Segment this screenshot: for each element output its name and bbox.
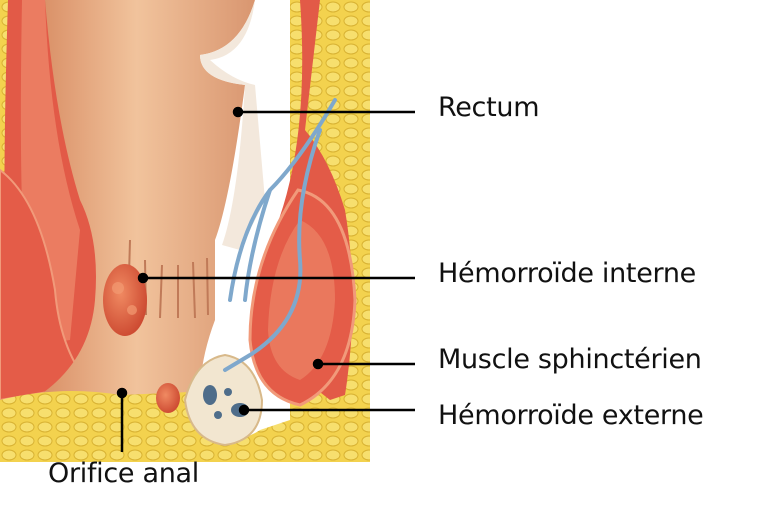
label-sphincter-muscle: Muscle sphinctérien: [438, 344, 702, 375]
external-nodule: [156, 383, 180, 413]
leader-lines: [116, 106, 415, 452]
perianal-skin: [0, 391, 370, 462]
rectum: [40, 0, 255, 395]
internal-hemorrhoid: [103, 264, 147, 336]
veins: [223, 98, 337, 372]
label-external-hemorrhoid: Hémorroïde externe: [438, 400, 704, 431]
label-rectum: Rectum: [438, 92, 540, 123]
left-muscle-wall: [0, 0, 111, 402]
label-internal-hemorrhoid: Hémorroïde interne: [438, 258, 696, 289]
label-anal-orifice: Orifice anal: [48, 458, 200, 489]
